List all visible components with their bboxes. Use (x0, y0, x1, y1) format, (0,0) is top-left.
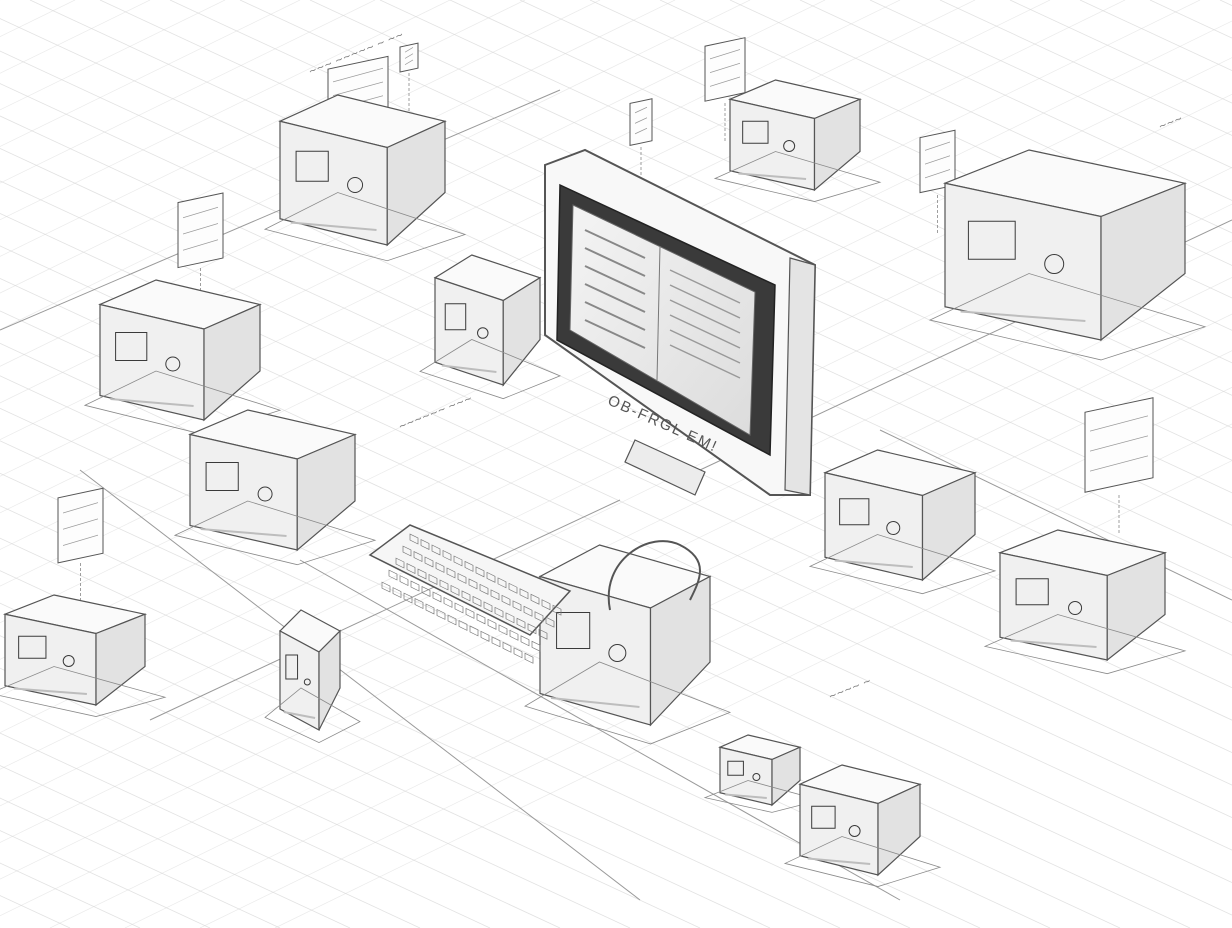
sign-board (704, 37, 746, 143)
module-top-right-building (928, 149, 1207, 361)
module-bottom-small-unit (703, 734, 822, 813)
module-bottom-right-box (783, 764, 942, 887)
sign-board (57, 487, 104, 603)
machine-modules (0, 79, 1207, 887)
module-top-left-cabinet (263, 94, 467, 262)
module-left-small-post (264, 609, 361, 744)
module-right-box (808, 449, 997, 595)
module-left-workbench (173, 409, 377, 566)
module-mid-left-box (419, 254, 562, 400)
monitor (544, 148, 817, 496)
module-left-cabinet (83, 279, 282, 436)
sign-board (629, 98, 653, 187)
sign-board (399, 42, 419, 113)
annotation-text: ~~~ (1157, 113, 1184, 133)
sign-board (919, 129, 956, 235)
module-right-long-unit (983, 529, 1187, 675)
sign-board (177, 192, 224, 308)
module-top-center-unit (713, 79, 882, 202)
keyboard (368, 524, 701, 664)
sign-board (1084, 397, 1154, 535)
module-center-machine (524, 544, 732, 745)
module-far-left-bench (0, 594, 167, 717)
annotation-text: ~~~~ ~ (827, 676, 873, 703)
annotation-text: ~~~~~~ ~~~ (397, 393, 474, 433)
